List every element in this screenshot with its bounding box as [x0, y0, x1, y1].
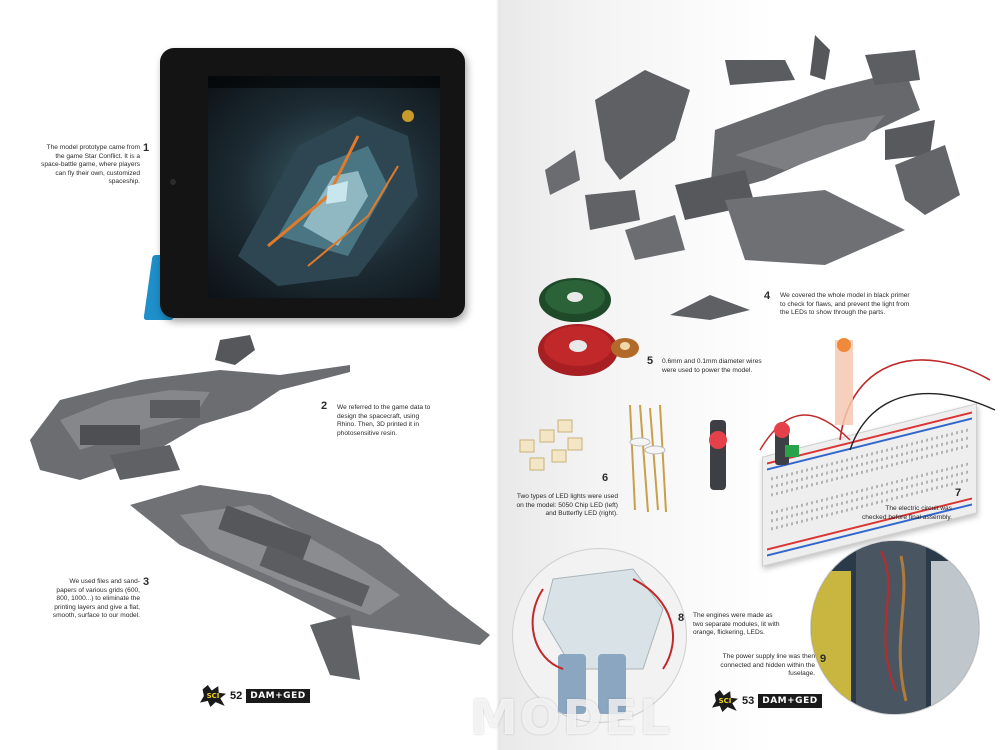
- primed-fin-part: [670, 295, 750, 320]
- circuit-wiring: [709, 338, 996, 490]
- caption-5: 0.6mm and 0.1mm diameter wires were used…: [662, 358, 762, 374]
- watermark: MODEL: [470, 690, 672, 746]
- footer-right: SCI 53 DAM+GED: [712, 690, 822, 712]
- sci-badge-label: SCI: [206, 692, 220, 700]
- tablet-camera: [170, 179, 176, 185]
- engine-modules-photo: [512, 548, 687, 723]
- game-screenshot: [208, 76, 440, 298]
- caption-4: We covered the whole model in black prim…: [780, 292, 910, 317]
- printed-model-side-view: [30, 335, 350, 480]
- caption-3: We used files and sand-papers of various…: [52, 578, 140, 620]
- caption-5-number: 5: [647, 355, 654, 367]
- caption-2: We referred to the game data to design t…: [337, 404, 431, 437]
- caption-8-number: 8: [678, 612, 685, 624]
- sci-badge-label: SCI: [718, 697, 732, 705]
- caption-6: Two types of LED lights were used on the…: [516, 493, 618, 518]
- caption-2-number: 2: [321, 400, 328, 412]
- brand-logo-left: DAM+GED: [246, 689, 310, 703]
- page-number-left: 52: [230, 690, 243, 702]
- caption-1: The model prototype came from the game S…: [41, 144, 140, 186]
- fuselage-wiring-photo: [810, 540, 980, 715]
- caption-7-number: 7: [955, 487, 962, 499]
- wire-spools: [538, 278, 639, 376]
- footer-left: SCI 52 DAM+GED: [200, 685, 310, 707]
- game-spaceship-render: [238, 110, 418, 286]
- caption-9: The power supply line was then connected…: [720, 653, 815, 678]
- caption-9-number: 9: [820, 653, 827, 665]
- sanded-model-top-view: [130, 485, 490, 680]
- tablet-photo: [160, 48, 465, 318]
- caption-7: The electric circuit was checked before …: [861, 505, 952, 521]
- left-page: 1 The model prototype came from the game…: [30, 48, 490, 707]
- caption-8: The engines were made as two separate mo…: [693, 612, 780, 637]
- game-hud-bar: [208, 76, 440, 88]
- right-page: 4 We covered the whole model in black pr…: [500, 0, 1000, 750]
- led-samples: [519, 404, 667, 513]
- caption-3-number: 3: [143, 576, 150, 588]
- primed-parts-exploded: [545, 35, 960, 265]
- caption-1-number: 1: [143, 142, 150, 154]
- sci-badge-icon: SCI: [200, 685, 226, 707]
- fuselage-wiring-render: [811, 541, 979, 714]
- sci-badge-icon: SCI: [712, 690, 738, 712]
- caption-4-number: 4: [764, 290, 771, 302]
- brand-logo-right: DAM+GED: [758, 694, 822, 708]
- page-number-right: 53: [742, 695, 755, 707]
- engine-modules-render: [531, 568, 674, 714]
- caption-6-number: 6: [602, 472, 609, 484]
